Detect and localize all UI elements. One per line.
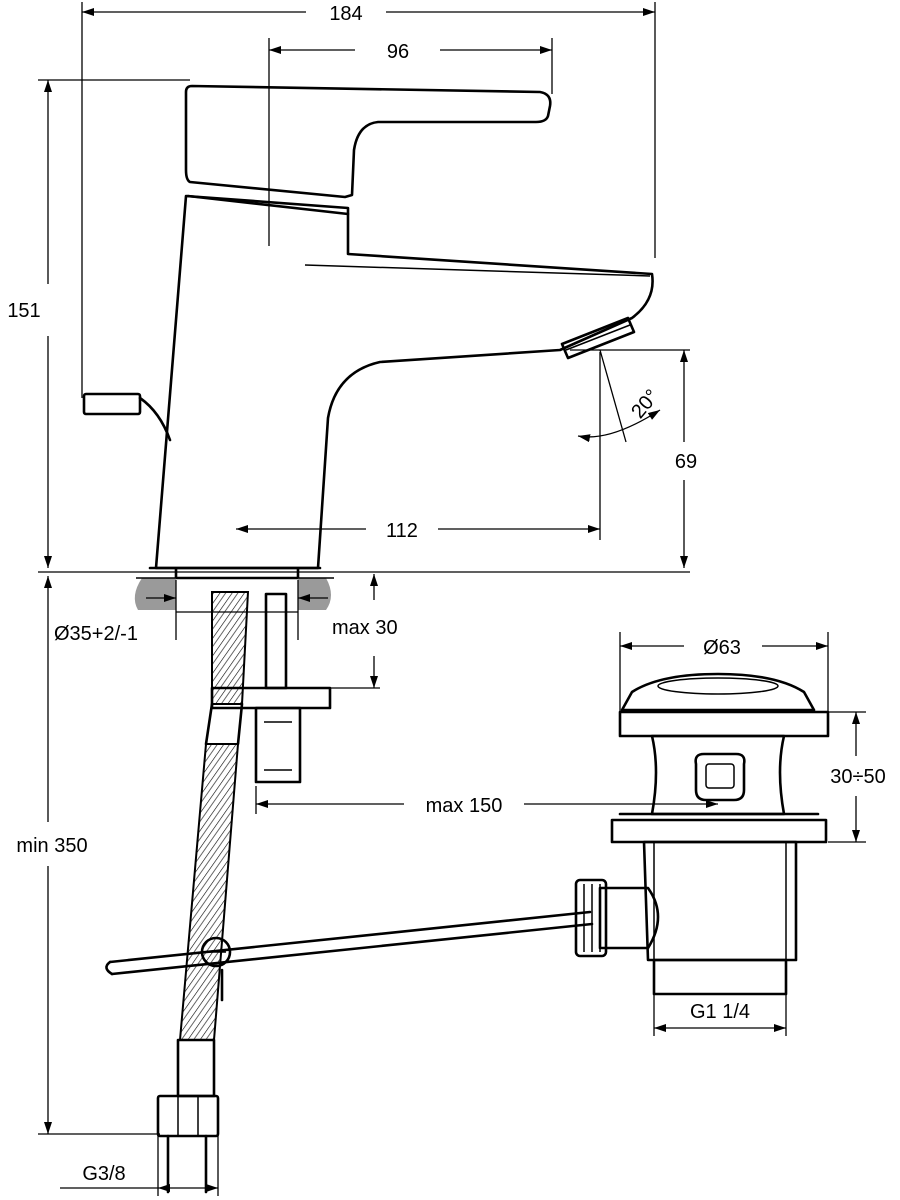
dim-total-width: 184 [329,3,362,25]
dim-supply-thread: G3/8 [82,1163,125,1185]
hose-nut [156,1094,220,1138]
faucet-column [154,194,654,570]
dim-spray-angle: 20° [627,385,663,422]
dim-spout-reach: 112 [386,520,418,542]
popup-knob [82,392,142,416]
dim-total-height: 151 [7,300,40,322]
lever-handle [184,84,552,199]
dim-spout-offset: 96 [387,41,409,63]
overflow-opening [694,752,746,802]
rod-port-nut [574,878,608,958]
popup-rod [105,910,594,1002]
faucet-body [82,84,654,580]
dimension-lines [38,2,866,1196]
drain-plug [620,672,816,712]
dim-spout-height: 69 [675,451,697,473]
dim-min-supply-length: min 350 [16,835,87,857]
rod-clamp [200,936,232,968]
dim-max-rod-distance: max 150 [426,795,503,817]
dim-drain-range: 30÷50 [830,766,885,788]
dim-max-thickness: max 30 [332,617,398,639]
aerator [560,316,636,360]
dim-hole-diameter: Ø35+2/-1 [54,623,138,645]
drain-assembly [574,672,830,996]
countertop-section [134,577,334,610]
supply-hose [156,591,250,1194]
dim-drain-thread: G1 1/4 [690,1001,750,1023]
dim-drain-diameter: Ø63 [703,637,741,659]
